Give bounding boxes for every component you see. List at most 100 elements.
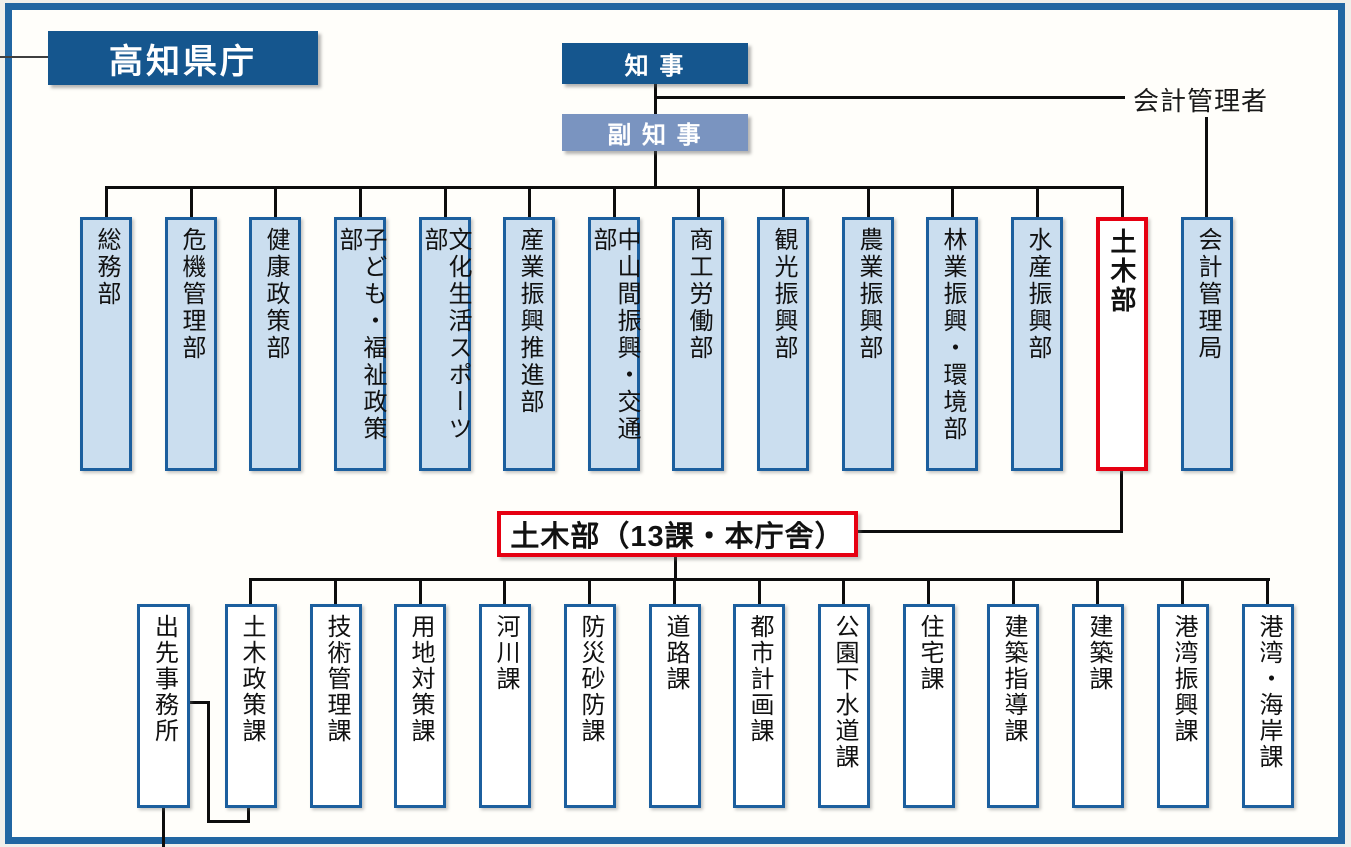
accounting-manager-label: 会計管理者 xyxy=(1133,86,1269,116)
connector-line xyxy=(782,186,785,217)
department-label: 健康政策部 xyxy=(262,227,289,362)
connector-line xyxy=(334,578,337,604)
division-label: 土木政策課 xyxy=(238,614,265,744)
connector-line xyxy=(654,96,1125,99)
org-title: 高知県庁 xyxy=(109,42,257,81)
division-box-jutaku: 住宅課 xyxy=(903,604,955,808)
civil-engineering-dept-box: 土木部（13課・本庁舎） xyxy=(497,511,858,557)
connector-line xyxy=(674,556,677,579)
connector-line xyxy=(105,186,108,217)
department-box-suisan-shinko: 水産振興部 xyxy=(1011,217,1063,471)
department-box-soumu: 総務部 xyxy=(80,217,132,471)
department-label: 水産振興部 xyxy=(1024,227,1051,362)
connector-line xyxy=(503,578,506,604)
department-box-kenko-seisaku: 健康政策部 xyxy=(249,217,301,471)
connector-line xyxy=(359,186,362,217)
division-label: 河川課 xyxy=(492,614,519,692)
department-label: 観光振興部 xyxy=(770,227,797,362)
connector-line xyxy=(1205,117,1208,217)
division-box-kasen: 河川課 xyxy=(479,604,531,808)
department-box-kanko-shinko: 観光振興部 xyxy=(757,217,809,471)
division-label: 港湾・海岸課 xyxy=(1255,614,1282,770)
department-label: 土木部 xyxy=(1107,228,1137,315)
division-box-doro: 道路課 xyxy=(649,604,701,808)
connector-line xyxy=(842,578,845,604)
connector-line xyxy=(927,578,930,604)
connector-line xyxy=(249,578,252,604)
connector-line xyxy=(207,701,210,823)
connector-line xyxy=(613,186,616,217)
division-box-doboku-seisaku: 土木政策課 xyxy=(225,604,277,808)
department-box-chusankan: 中山間振興・交通部 xyxy=(588,217,640,471)
connector-line xyxy=(1096,578,1099,604)
connector-line xyxy=(673,578,676,604)
connector-line xyxy=(951,186,954,217)
department-box-bunka-sports: 文化生活スポーツ部 xyxy=(419,217,471,471)
division-box-kowan-shinko: 港湾振興課 xyxy=(1157,604,1209,808)
department-label: 総務部 xyxy=(93,227,120,308)
division-label: 建築課 xyxy=(1085,614,1112,692)
department-label: 農業振興部 xyxy=(855,227,882,362)
division-label: 港湾振興課 xyxy=(1170,614,1197,744)
department-label: 危機管理部 xyxy=(178,227,205,362)
division-box-yochi-taisaku: 用地対策課 xyxy=(394,604,446,808)
connector-line xyxy=(274,186,277,217)
division-label: 技術管理課 xyxy=(323,614,350,744)
department-label: 林業振興・環境部 xyxy=(939,227,966,443)
division-label: 防災砂防課 xyxy=(577,614,604,744)
branch-office-label: 出先事務所 xyxy=(150,614,178,744)
department-box-ringyo-kankyo: 林業振興・環境部 xyxy=(926,217,978,471)
connector-line xyxy=(207,820,250,823)
department-box-nogyo-shinko: 農業振興部 xyxy=(842,217,894,471)
division-box-kowan-kaigan: 港湾・海岸課 xyxy=(1242,604,1294,808)
division-label: 公園下水道課 xyxy=(831,614,858,770)
department-box-kaikei-kanrikyoku: 会計管理局 xyxy=(1181,217,1233,471)
connector-line xyxy=(588,578,591,604)
connector-line xyxy=(858,530,1123,533)
connector-line xyxy=(867,186,870,217)
division-box-koen-gesuido: 公園下水道課 xyxy=(818,604,870,808)
branch-office-box: 出先事務所 xyxy=(137,604,190,808)
vice-governor-box: 副 知 事 xyxy=(562,114,748,151)
division-box-toshi-keikaku: 都市計画課 xyxy=(733,604,785,808)
connector-line xyxy=(1121,186,1124,217)
department-label: 会計管理局 xyxy=(1194,227,1221,362)
department-box-sangyo-shinko: 産業振興推進部 xyxy=(503,217,555,471)
department-box-doboku-highlighted: 土木部 xyxy=(1096,217,1148,471)
connector-line xyxy=(189,701,210,704)
connector-line xyxy=(528,186,531,217)
division-box-bosai-sabo: 防災砂防課 xyxy=(564,604,616,808)
connector-line xyxy=(1036,186,1039,217)
connector-line xyxy=(654,151,657,189)
department-label: 子ども・福祉政策部 xyxy=(335,227,386,443)
governor-label: 知 事 xyxy=(624,53,686,80)
department-box-kodomo-fukushi: 子ども・福祉政策部 xyxy=(334,217,386,471)
connector-line xyxy=(162,807,165,847)
connector-line xyxy=(654,84,657,116)
department-label: 文化生活スポーツ部 xyxy=(420,227,471,443)
department-label: 中山間振興・交通部 xyxy=(589,227,640,443)
connector-line xyxy=(247,807,250,823)
connector-line xyxy=(190,186,193,217)
division-label: 都市計画課 xyxy=(746,614,773,744)
connector-line xyxy=(1266,578,1269,604)
connector-line xyxy=(1181,578,1184,604)
division-box-kenchiku: 建築課 xyxy=(1072,604,1124,808)
division-label: 住宅課 xyxy=(916,614,943,692)
connector-line xyxy=(1012,578,1015,604)
connector-line xyxy=(444,186,447,217)
org-title-box: 高知県庁 xyxy=(48,31,318,85)
department-box-shoko-rodo: 商工労働部 xyxy=(672,217,724,471)
connector-line xyxy=(697,186,700,217)
department-label: 商工労働部 xyxy=(685,227,712,362)
connector-line xyxy=(1120,470,1123,533)
connector-line xyxy=(758,578,761,604)
civil-engineering-dept-label: 土木部（13課・本庁舎） xyxy=(510,521,845,553)
division-label: 建築指導課 xyxy=(1000,614,1027,744)
department-label: 産業振興推進部 xyxy=(516,227,543,416)
division-label: 道路課 xyxy=(662,614,689,692)
connector-line xyxy=(0,56,48,58)
division-label: 用地対策課 xyxy=(407,614,434,744)
division-box-kenchiku-shido: 建築指導課 xyxy=(987,604,1039,808)
connector-line xyxy=(419,578,422,604)
